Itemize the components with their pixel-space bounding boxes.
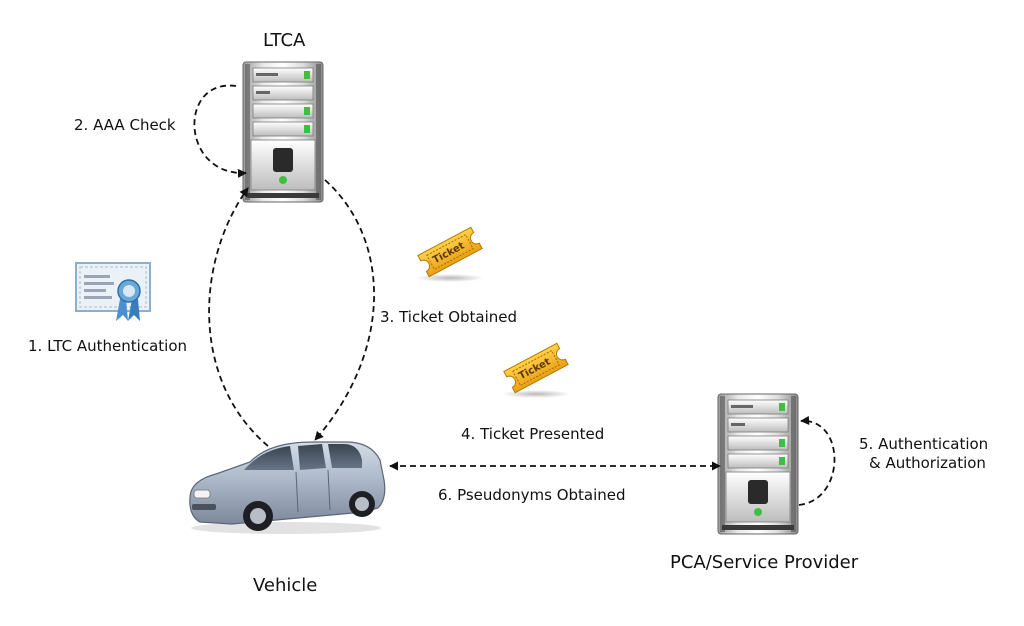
pca-label: PCA/Service Provider	[670, 552, 859, 573]
certificate-icon	[75, 262, 151, 321]
step-3-label: 3. Ticket Obtained	[380, 308, 518, 326]
arrow-authentication-authorization	[798, 415, 836, 506]
vehicle-label: Vehicle	[253, 575, 318, 596]
step-5-label-line2: & Authorization	[869, 454, 986, 472]
step-5-label-line1: 5. Authentication	[859, 435, 989, 453]
arrow-aaa-check	[193, 84, 247, 178]
step-4-label: 4. Ticket Presented	[461, 425, 605, 443]
ltca-server-icon	[242, 61, 324, 203]
arrow-ltc-authentication	[208, 187, 269, 447]
pca-server-icon	[717, 393, 799, 535]
ticket-icon: Ticket	[415, 226, 485, 283]
ltca-label: LTCA	[263, 30, 306, 51]
step-1-label: 1. LTC Authentication	[28, 337, 188, 355]
arrow-ticket-obtained	[314, 179, 375, 441]
step-6-label: 6. Pseudonyms Obtained	[438, 486, 626, 504]
ticket-icon: Ticket	[501, 342, 571, 399]
vehicle-car-icon	[189, 441, 386, 534]
step-2-label: 2. AAA Check	[74, 116, 176, 134]
